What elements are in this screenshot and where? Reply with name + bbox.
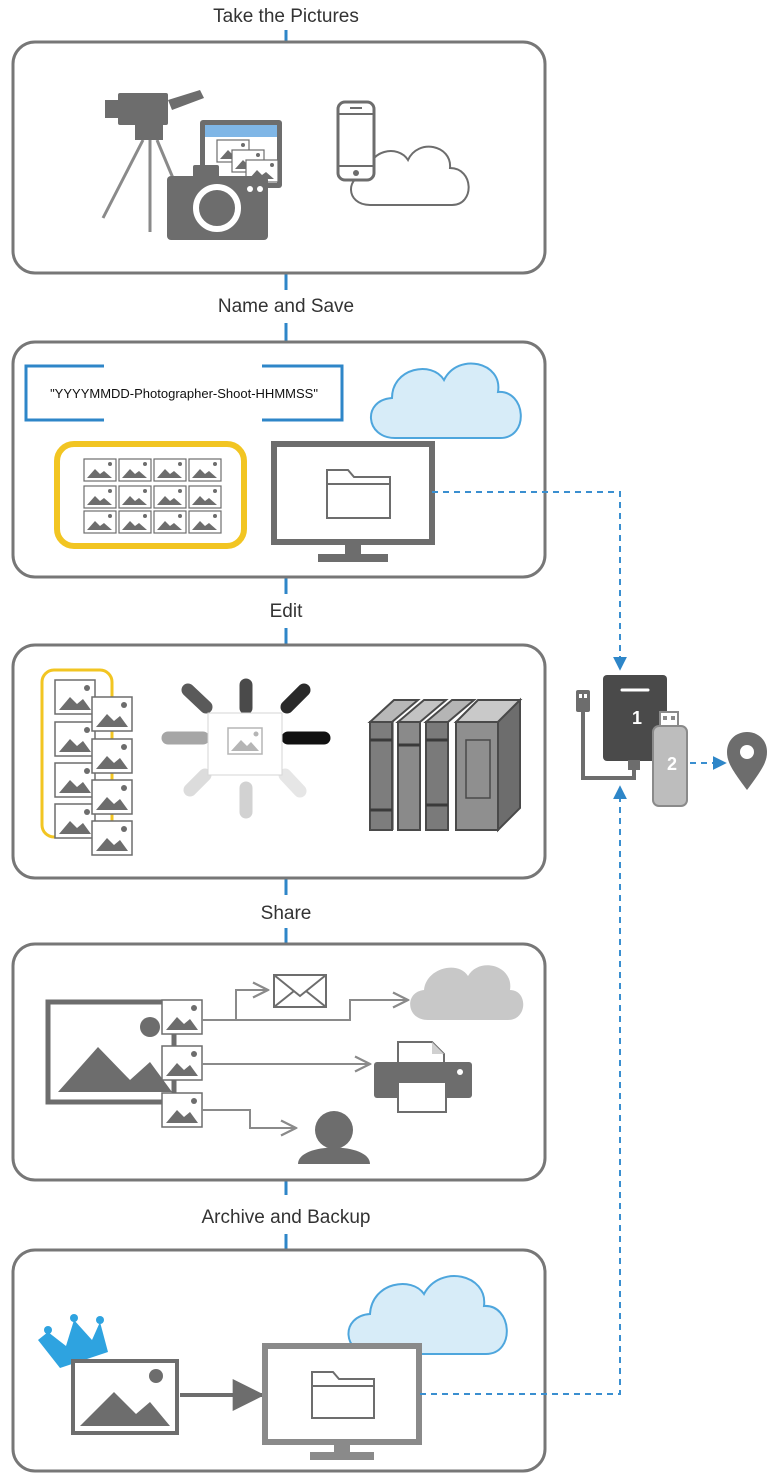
folder-icon xyxy=(326,469,391,519)
cloud-icon xyxy=(410,965,524,1020)
usb-flash-drive-icon xyxy=(652,711,688,807)
landscape-photo-icon xyxy=(71,1359,179,1435)
drive-secondary-label: 2 xyxy=(667,754,677,774)
backup-links xyxy=(420,491,727,1395)
photo-grid-icon xyxy=(54,441,247,549)
photo-thumbnail xyxy=(161,1045,203,1081)
smartphone-icon xyxy=(336,100,376,182)
folder-icon xyxy=(311,1371,375,1419)
cloud-icon xyxy=(347,1275,508,1355)
stage-title-name-save: Name and Save xyxy=(218,296,354,317)
loading-spinner-icon xyxy=(161,678,331,819)
location-pin-icon xyxy=(727,732,767,790)
filename-bracket xyxy=(24,364,344,422)
filename-pattern: "YYYYMMDD-Photographer-Shoot-HHMMSS" xyxy=(50,386,318,401)
cloud-icon xyxy=(370,362,522,439)
photo-stack-icon xyxy=(40,668,133,856)
share-arrows xyxy=(202,990,408,1128)
drive-primary-label: 1 xyxy=(632,708,642,728)
landscape-photo-icon xyxy=(45,999,177,1105)
printer-icon xyxy=(374,1041,472,1113)
stage-title-share: Share xyxy=(261,903,312,924)
video-camera-icon xyxy=(105,90,204,140)
stage-title-edit: Edit xyxy=(270,601,303,622)
photo-camera-icon xyxy=(167,165,268,240)
person-icon xyxy=(298,1111,370,1164)
photo-thumbnail xyxy=(161,1092,203,1128)
books-icon xyxy=(367,697,523,833)
memory-card-icon xyxy=(200,120,282,188)
photo-thumbnail xyxy=(161,999,203,1035)
envelope-icon xyxy=(273,974,327,1008)
crown-icon xyxy=(38,1314,108,1368)
external-drive-icon xyxy=(603,675,667,770)
stage-title-take-pictures: Take the Pictures xyxy=(213,6,359,27)
stage-title-archive-backup: Archive and Backup xyxy=(202,1207,371,1228)
